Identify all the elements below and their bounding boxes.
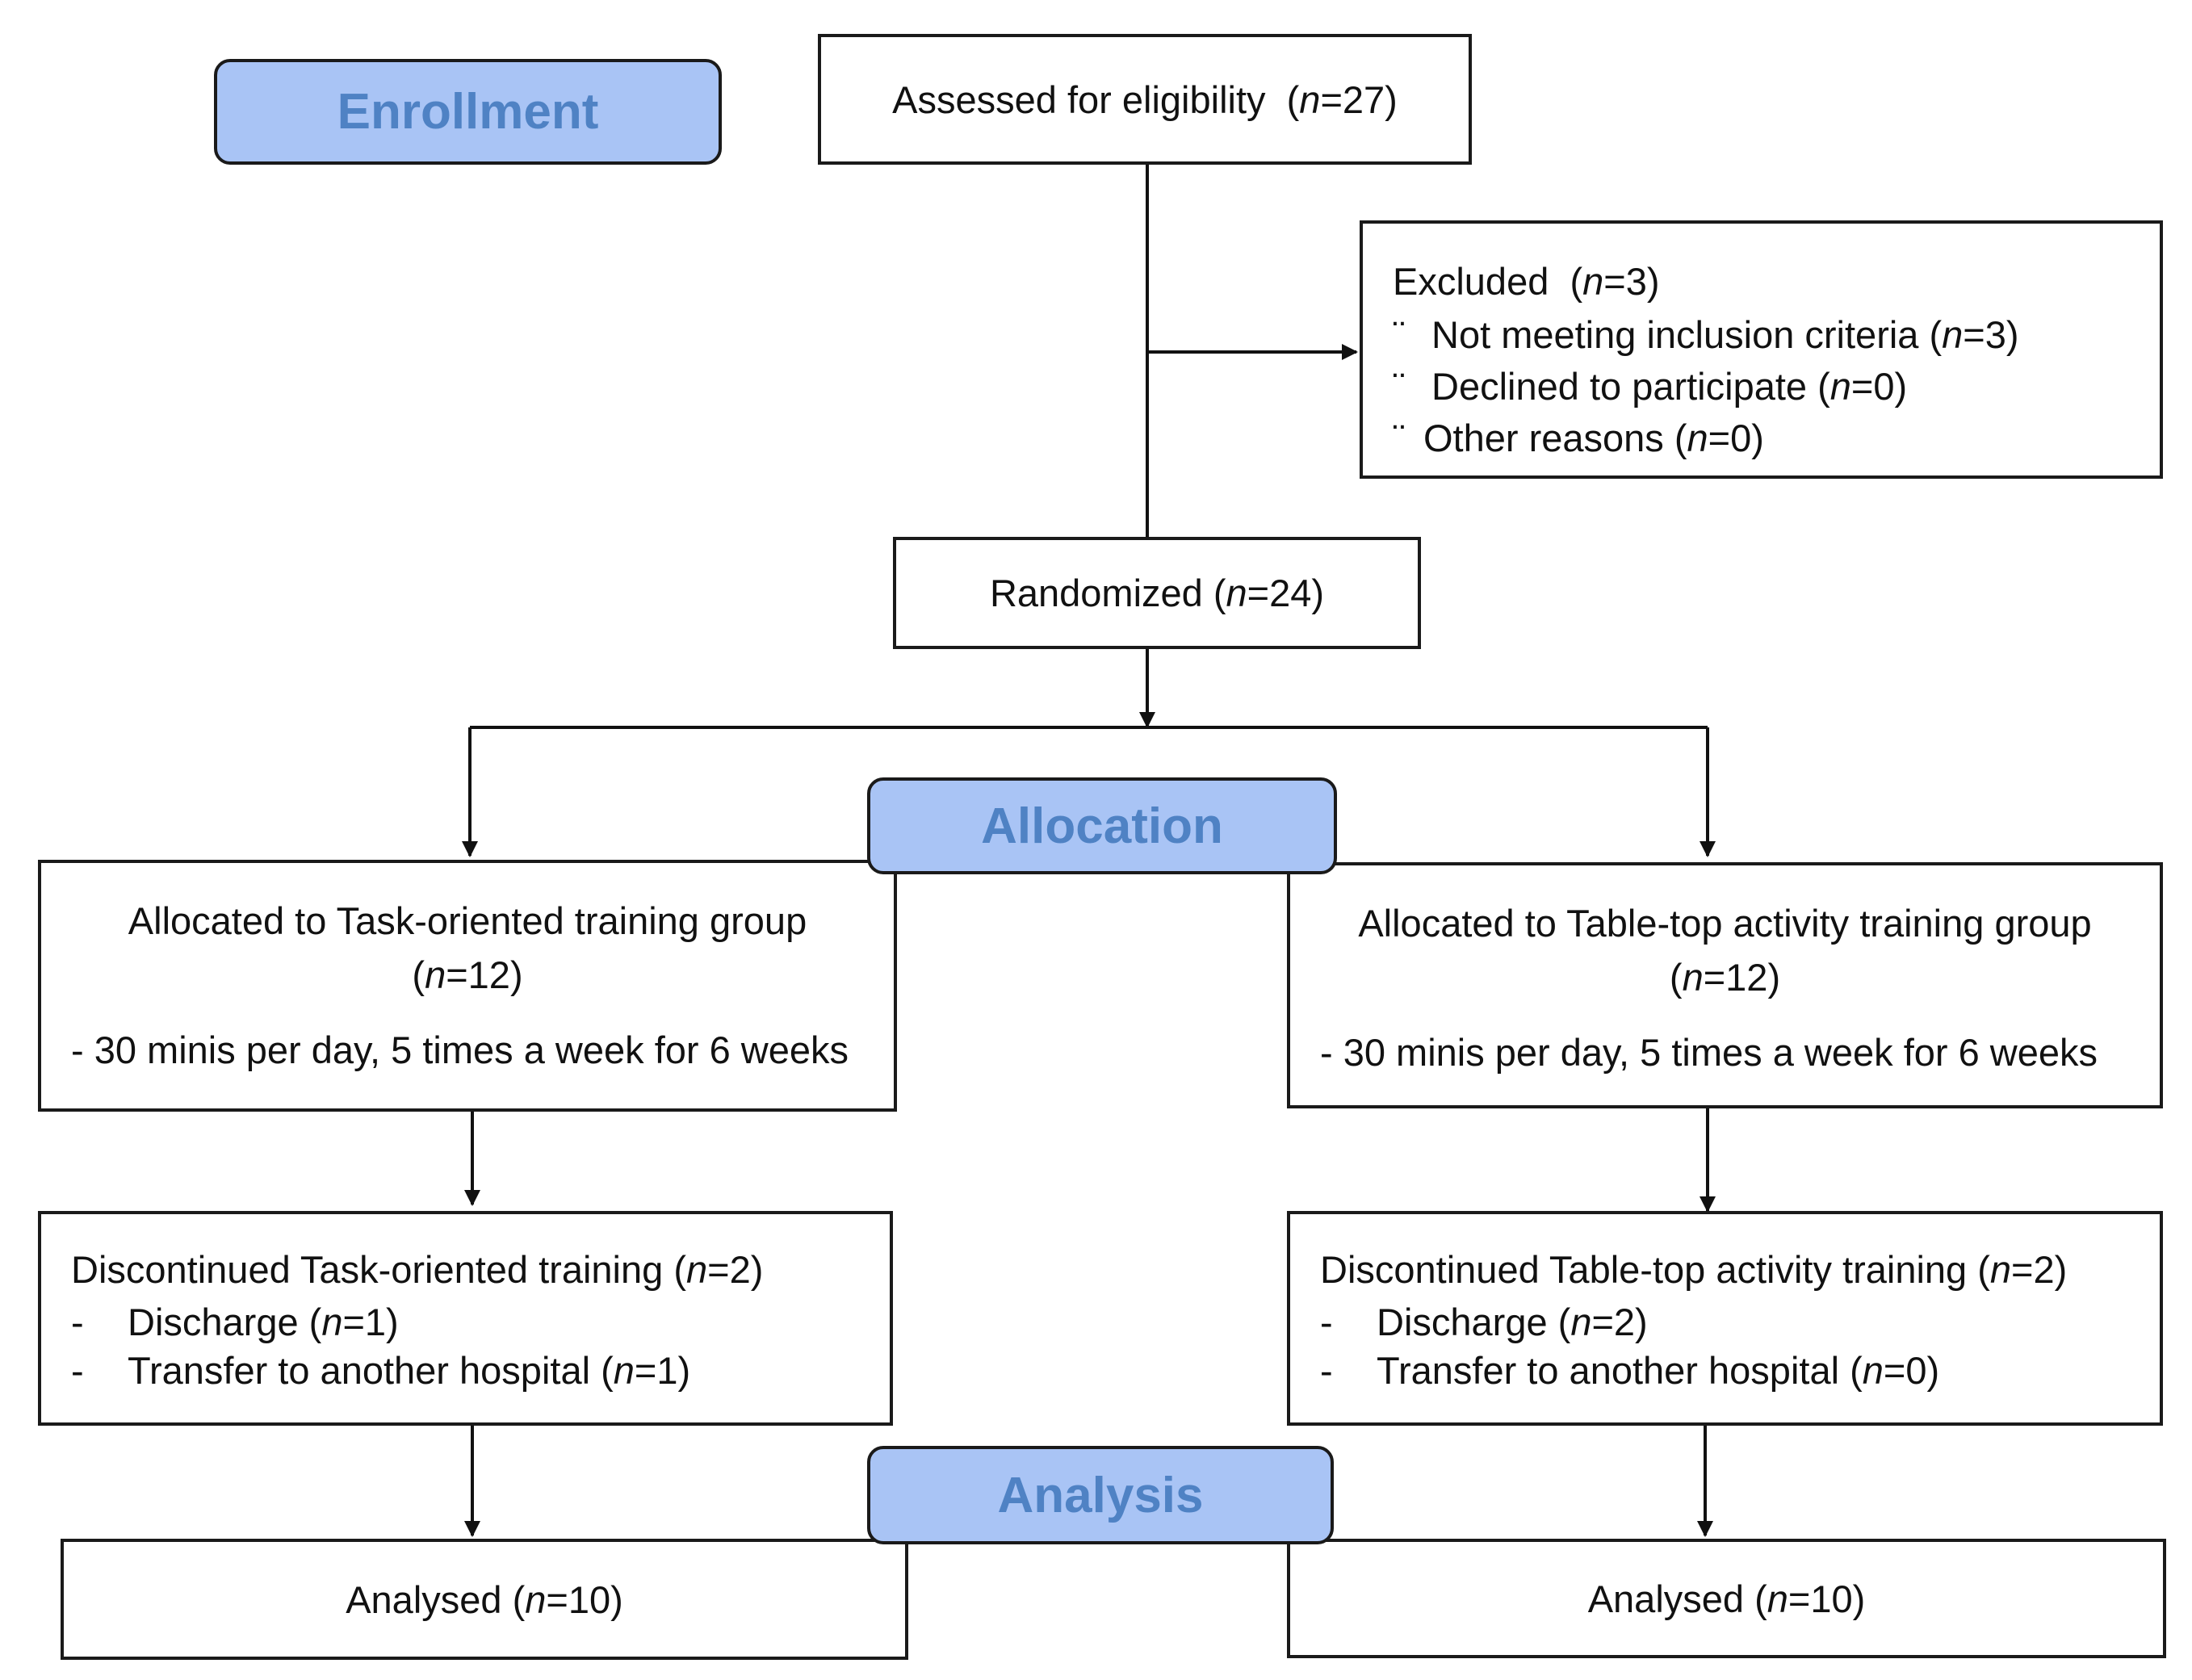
discontinued-table-top-item-discharge: -Discharge (n=2) <box>1320 1301 1648 1343</box>
stage-analysis: Analysis <box>867 1446 1334 1544</box>
assessed-n: =27 <box>1320 78 1385 121</box>
n-symbol: n <box>1682 956 1704 999</box>
n-symbol: n <box>321 1301 343 1343</box>
discontinued-item-label: Transfer to another hospital <box>1377 1349 1840 1392</box>
excluded-box: Excluded (n=3) ¨ Not meeting inclusion cr… <box>1360 220 2163 479</box>
n-symbol: n <box>1989 1248 2012 1291</box>
discontinued-item-n: =2 <box>1591 1301 1636 1343</box>
excluded-n: =3 <box>1603 260 1647 303</box>
n-symbol: n <box>1226 572 1247 614</box>
excluded-item-label: Declined to participate <box>1431 365 1808 408</box>
analysed-right-text: Analysed (n=10) <box>1587 1577 1866 1620</box>
excluded-item-other: ¨Other reasons (n=0) <box>1393 417 1764 459</box>
n-symbol: n <box>1862 1349 1884 1392</box>
stage-allocation: Allocation <box>867 777 1337 874</box>
n-symbol: n <box>1767 1577 1788 1620</box>
discontinued-table-top-item-transfer: -Transfer to another hospital (n=0) <box>1320 1349 1940 1392</box>
assessed-label: Assessed for eligibility <box>892 78 1266 121</box>
bullet-icon: ¨ <box>1393 417 1406 459</box>
excluded-label: Excluded <box>1393 260 1549 303</box>
discontinued-table-top-title: Discontinued Table-top activity training… <box>1320 1248 2068 1291</box>
excluded-item-not-meeting: ¨Not meeting inclusion criteria (n=3) <box>1393 313 2019 356</box>
excluded-item-n: =3 <box>1963 313 2006 356</box>
stage-allocation-label: Allocation <box>981 798 1223 854</box>
discontinued-table-top-box: Discontinued Table-top activity training… <box>1287 1211 2163 1426</box>
discontinued-label: Discontinued Task-oriented training <box>71 1248 664 1291</box>
excluded-item-label: Other reasons <box>1423 417 1664 459</box>
allocated-n: =12 <box>1703 956 1768 999</box>
discontinued-n: =2 <box>707 1248 751 1291</box>
analysed-left-box: Analysed (n=10) <box>61 1539 908 1660</box>
n-symbol: n <box>1942 313 1964 356</box>
excluded-item-n: =0 <box>1708 417 1752 459</box>
analysed-n: =10 <box>546 1577 611 1621</box>
bullet-icon: ¨ <box>1393 365 1406 408</box>
n-symbol: n <box>1829 365 1851 408</box>
discontinued-task-oriented-title: Discontinued Task-oriented training (n=2… <box>71 1248 764 1291</box>
excluded-item-n: =0 <box>1850 365 1895 408</box>
dash-bullet: - <box>71 1349 84 1392</box>
discontinued-item-n: =1 <box>342 1301 387 1343</box>
allocated-label: Allocated to Task-oriented training grou… <box>128 899 807 942</box>
discontinued-item-n: =0 <box>1883 1349 1927 1392</box>
discontinued-task-oriented-item-transfer: -Transfer to another hospital (n=1) <box>71 1349 691 1392</box>
dash-bullet: - <box>71 1301 84 1343</box>
discontinued-label: Discontinued Table-top activity training <box>1320 1248 1968 1291</box>
excluded-item-declined: ¨Declined to participate (n=0) <box>1393 365 1908 408</box>
dash-bullet: - <box>1320 1301 1333 1343</box>
allocated-table-top-box: Allocated to Table-top activity training… <box>1287 862 2163 1108</box>
n-symbol: n <box>1299 78 1321 121</box>
analysed-label: Analysed <box>346 1577 502 1621</box>
n-symbol: n <box>525 1577 547 1621</box>
discontinued-task-oriented-box: Discontinued Task-oriented training (n=2… <box>38 1211 893 1426</box>
allocated-task-oriented-count: (n=12) <box>412 953 523 996</box>
allocated-n: =12 <box>446 953 510 996</box>
bullet-icon: ¨ <box>1393 313 1406 356</box>
excluded-heading: Excluded (n=3) <box>1393 260 1660 303</box>
allocated-table-top-count: (n=12) <box>1669 956 1781 999</box>
n-symbol: n <box>1582 260 1604 303</box>
dash-bullet: - <box>1320 1349 1333 1392</box>
stage-analysis-label: Analysis <box>997 1467 1204 1523</box>
randomized-label: Randomized <box>989 572 1203 614</box>
allocated-table-top-detail: - 30 minis per day, 5 times a week for 6… <box>1320 1031 2098 1074</box>
analysed-left-text: Analysed (n=10) <box>346 1577 623 1621</box>
n-symbol: n <box>1687 417 1708 459</box>
allocated-task-oriented-detail: - 30 minis per day, 5 times a week for 6… <box>71 1029 849 1071</box>
assessed-text: Assessed for eligibility (n=27) <box>892 78 1398 121</box>
randomized-n: =24 <box>1247 572 1312 614</box>
n-symbol: n <box>1570 1301 1592 1343</box>
discontinued-item-label: Transfer to another hospital <box>128 1349 591 1392</box>
randomized-box: Randomized (n=24) <box>893 537 1421 649</box>
analysed-right-box: Analysed (n=10) <box>1287 1539 2166 1658</box>
n-symbol: n <box>613 1349 635 1392</box>
allocated-task-oriented-title: Allocated to Task-oriented training grou… <box>41 902 894 940</box>
allocated-table-top-title: Allocated to Table-top activity training… <box>1290 904 2160 942</box>
stage-enrollment: Enrollment <box>214 59 722 165</box>
allocated-task-oriented-box: Allocated to Task-oriented training grou… <box>38 860 897 1112</box>
discontinued-task-oriented-item-discharge: -Discharge (n=1) <box>71 1301 399 1343</box>
analysed-n: =10 <box>1788 1577 1853 1620</box>
discontinued-n: =2 <box>2011 1248 2055 1291</box>
analysed-label: Analysed <box>1587 1577 1745 1620</box>
assessed-box: Assessed for eligibility (n=27) <box>818 34 1472 165</box>
discontinued-item-n: =1 <box>634 1349 678 1392</box>
stage-enrollment-label: Enrollment <box>337 84 599 140</box>
allocated-label: Allocated to Table-top activity training… <box>1358 902 2092 945</box>
discontinued-item-label: Discharge <box>128 1301 299 1343</box>
excluded-item-label: Not meeting inclusion criteria <box>1431 313 1919 356</box>
discontinued-item-label: Discharge <box>1377 1301 1548 1343</box>
n-symbol: n <box>425 953 446 996</box>
n-symbol: n <box>686 1248 708 1291</box>
randomized-text: Randomized (n=24) <box>989 572 1325 614</box>
